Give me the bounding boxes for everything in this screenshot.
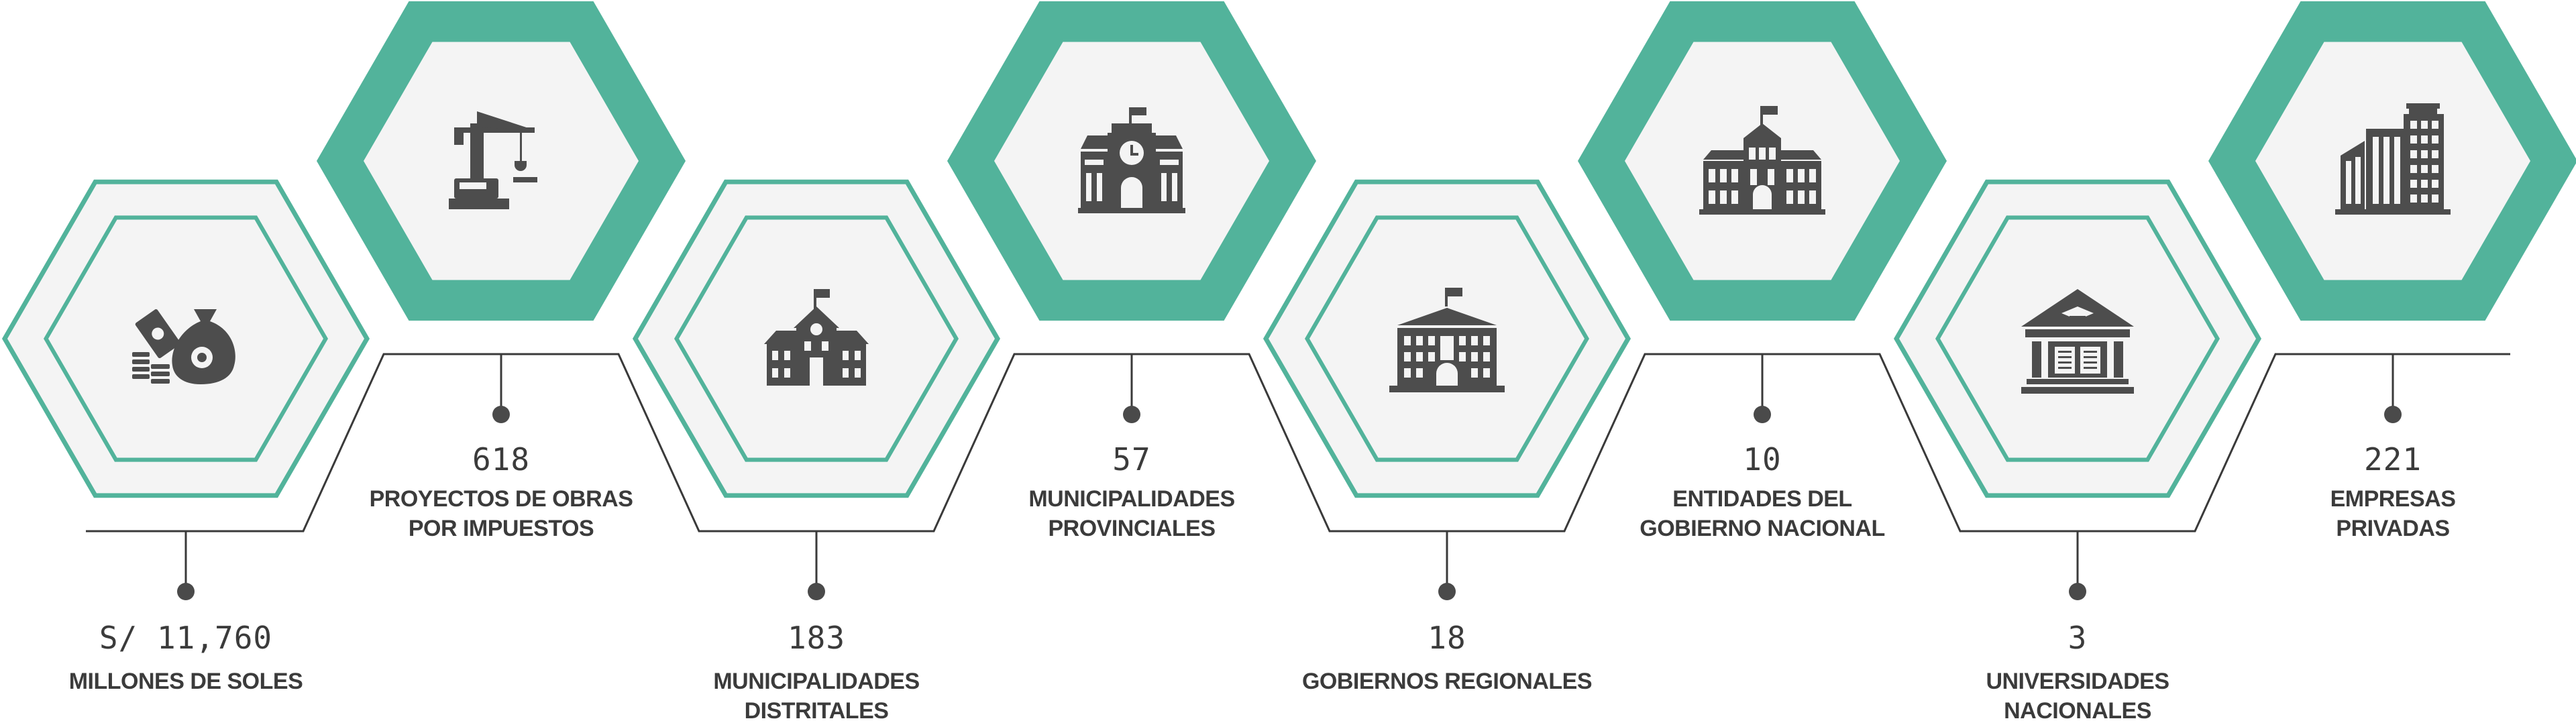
stat-label: MILLONES DE SOLES [68,669,303,694]
stat-value: 18 [1428,620,1466,656]
stem-dot [1123,406,1140,423]
stat-item-6 [1578,1,1947,423]
hexagon-inner [364,42,639,280]
stat-value: 10 [1743,441,1782,478]
stat-value: 3 [2068,620,2088,656]
stat-value: 618 [472,441,531,478]
stem-dot [2069,583,2086,600]
stat-item-3 [633,179,1000,600]
stat-label: UNIVERSIDADES NACIONALES [1986,669,2169,724]
stat-item-2 [317,1,686,423]
stat-label: ENTIDADES DEL GOBIERNO NACIONAL [1640,486,1885,541]
stem-dot [808,583,825,600]
stat-item-8 [2208,1,2576,423]
stat-label: GOBIERNOS REGIONALES [1301,669,1593,694]
stem-dot [1438,583,1456,600]
stem-dot [2384,406,2402,423]
stat-item-1 [2,179,370,600]
stem-dot [1754,406,1771,423]
stat-value: 183 [787,620,846,656]
stat-label: PROYECTOS DE OBRAS POR IMPUESTOS [369,486,633,541]
stat-label: MUNICIPALIDADES DISTRITALES [713,669,920,724]
stat-item-7 [1894,179,2261,600]
stat-label: EMPRESAS PRIVADAS [2330,486,2456,541]
stat-item-4 [947,1,1316,423]
stat-value: 221 [2363,441,2422,478]
stat-item-5 [1263,179,1631,600]
stem-dot [492,406,510,423]
stat-value: S/ 11,760 [99,620,273,656]
stem-dot [177,583,195,600]
stat-label: MUNICIPALIDADES PROVINCIALES [1028,486,1235,541]
stat-value: 57 [1112,441,1151,478]
hexagon-inner [1940,219,2215,458]
